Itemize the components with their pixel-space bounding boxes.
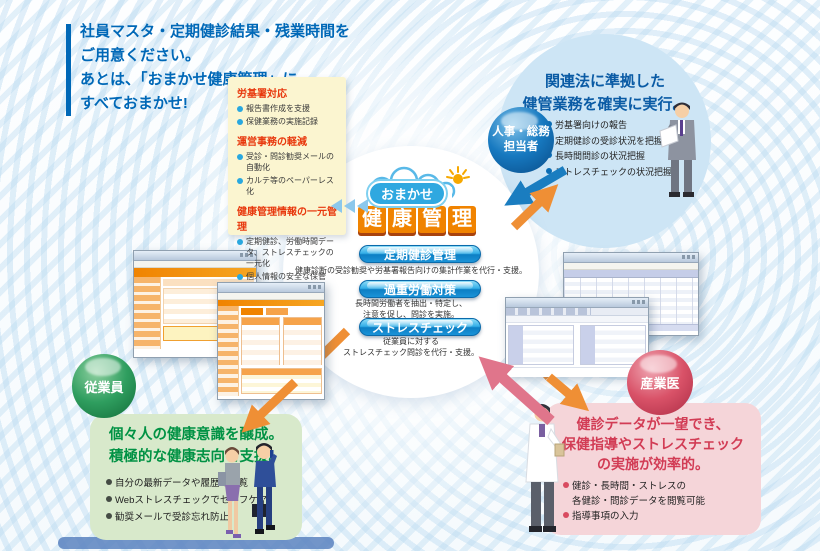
window-titlebar <box>506 298 648 308</box>
feature-item: 保健業務の実施記録 <box>237 116 338 127</box>
ground-band <box>58 537 334 549</box>
bullet-dot-icon <box>237 118 243 125</box>
window-titlebar <box>218 283 324 293</box>
service-desc-checkup: 健康診断の受診勧奨や労基署報告向けの集計作業を代行・支援。 <box>295 266 527 275</box>
service-button-checkup[interactable]: 定期健診管理 <box>359 245 481 263</box>
features-box: 労基署対応 報告書作成を支援 保健業務の実施記録 運営事務の軽減 受診・問診勧奨… <box>228 77 346 281</box>
physician-title: 健診データが一望でき、 保健指導やストレスチェック の実施が効率的。 <box>562 416 744 472</box>
feature-item: 定期健診、労働時間データ、ストレスチェックの一元化 <box>237 236 338 269</box>
hr-bullet: 長時間問診の状況把握 <box>546 149 672 165</box>
service-button-overwork[interactable]: 過重労働対策 <box>359 280 481 298</box>
physician-bullet-cont: 各健診・問診データを閲覧可能 <box>572 496 706 507</box>
logo-badge: おまかせ <box>368 181 447 206</box>
bullet-dot-icon <box>563 482 569 488</box>
hr-bullet: ストレスチェックの状況把握 <box>546 165 672 181</box>
app-orange-banner <box>218 300 324 306</box>
bullet-dot-icon <box>106 496 112 502</box>
employee-bullet: 勧奨メールで受診忘れ防止 <box>106 509 302 526</box>
employee-bullet-list: 自分の最新データや履歴の閲覧 Webストレスチェックでセルフケア 勧奨メールで受… <box>106 475 302 526</box>
window-titlebar <box>134 251 256 261</box>
physician-bullet: 指導事項の入力 <box>563 509 761 524</box>
physician-box: 健診データが一望でき、 保健指導やストレスチェック の実施が効率的。 健診・長時… <box>545 403 761 535</box>
feature-item: カルテ等のペーパーレス化 <box>237 175 338 197</box>
logo-tile: 健 <box>358 206 386 233</box>
bullet-dot-icon <box>237 238 243 245</box>
app-filter-row <box>506 316 648 323</box>
app-table <box>241 317 280 365</box>
feature-item: 個人情報の安全な保管 <box>237 271 338 282</box>
intro-line: ご用意ください。 <box>80 47 201 64</box>
app-sidebar <box>218 306 239 396</box>
service-button-stresscheck[interactable]: ストレスチェック <box>359 318 481 336</box>
physician-role-sphere: 産業医 <box>627 350 693 415</box>
features-section-heading: 労基署対応 <box>237 89 287 100</box>
bullet-dot-icon <box>546 167 552 174</box>
logo-tile: 管 <box>418 206 446 233</box>
employees-walking-illustration <box>218 443 277 538</box>
intro-line: 社員マスタ・定期健診結果・残業時間を <box>80 23 351 40</box>
intro-message: 社員マスタ・定期健診結果・残業時間を ご用意ください。 あとは、「おまかせ健康管… <box>66 20 350 116</box>
window-menubar <box>564 263 698 270</box>
service-desc-stresscheck: 従業員に対する ストレスチェック問診を代行・支援。 <box>343 337 479 357</box>
intro-accent-bar <box>66 24 71 116</box>
employee-bullet: 自分の最新データや履歴の閲覧 <box>106 475 302 492</box>
app-filter-pills <box>241 308 322 315</box>
bullet-dot-icon <box>237 273 243 280</box>
bullet-dot-icon <box>237 105 243 112</box>
logo-tile: 理 <box>448 206 476 233</box>
features-section-heading: 健康管理情報の一元管理 <box>237 207 337 233</box>
doctor-illustration <box>525 404 565 532</box>
sheet-header-row <box>564 270 698 278</box>
hr-bullet-list: 労基署向けの報告 定期健診の受診状況を把握 長時間問診の状況把握 ストレスチェッ… <box>546 118 672 180</box>
app-table-wide <box>241 368 322 394</box>
app-header-strip <box>163 279 254 286</box>
hr-bullet: 定期健診の受診状況を把握 <box>546 134 672 150</box>
physician-bullet: 健診・長時間・ストレスの <box>563 479 761 494</box>
hr-bullet: 労基署向けの報告 <box>546 118 672 134</box>
employee-role-sphere: 従業員 <box>72 354 136 418</box>
hr-role-sphere: 人事・総務 担当者 <box>488 107 554 173</box>
physician-bullet-list: 健診・長時間・ストレスの 各健診・問診データを閲覧可能 指導事項の入力 <box>563 479 761 524</box>
feature-item: 受診・問診勧奨メールの自動化 <box>237 151 338 173</box>
record-footer <box>506 367 648 377</box>
bullet-dot-icon <box>237 177 243 184</box>
service-desc-overwork: 長時間労働者を抽出・特定し、 注意を促し、問診を実施。 <box>355 299 467 319</box>
app-orange-banner <box>134 268 256 277</box>
bullet-dot-icon <box>106 513 112 519</box>
window-menubar <box>218 293 324 300</box>
bullet-dot-icon <box>106 479 112 485</box>
window-titlebar <box>564 253 698 263</box>
product-logo: おまかせ 健 康 管 理 <box>352 166 492 244</box>
hr-section-title: 関連法に準拠した 健管業務を確実に実行。 <box>522 73 688 113</box>
employee-title: 個々人の健康意識を醸成。 積極的な健康志向を支援。 <box>109 427 283 465</box>
hr-person-illustration <box>659 102 696 197</box>
features-section-heading: 運営事務の軽減 <box>237 137 307 148</box>
feature-item: 報告書作成を支援 <box>237 103 338 114</box>
logo-name-tiles: 健 康 管 理 <box>358 206 476 233</box>
intro-line: すべておまかせ! <box>80 95 188 112</box>
bullet-dot-icon <box>563 512 569 518</box>
employee-bullet: Webストレスチェックでセルフケア <box>106 492 302 509</box>
bullet-dot-icon <box>237 153 243 160</box>
app-sidebar <box>134 277 161 349</box>
app-tab-row <box>506 308 648 316</box>
employee-box: 個々人の健康意識を醸成。 積極的な健康志向を支援。 自分の最新データや履歴の閲覧… <box>90 414 302 540</box>
logo-tile: 康 <box>388 206 416 233</box>
window-menubar <box>134 261 256 268</box>
